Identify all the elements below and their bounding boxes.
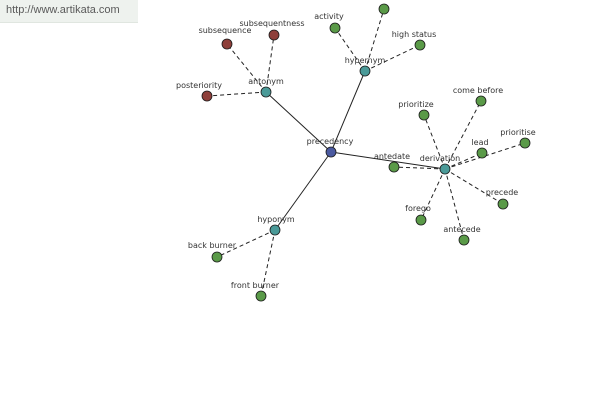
label-prioritize[interactable]: prioritize xyxy=(398,100,434,109)
node-hyponym[interactable] xyxy=(269,224,281,236)
label-front-burner[interactable]: front burner xyxy=(231,281,280,290)
node-hypernym-top[interactable] xyxy=(378,3,390,15)
source-link[interactable]: http://www.artikata.com xyxy=(6,4,120,16)
label-subsequence[interactable]: subsequence xyxy=(199,26,252,35)
label-subsequentness[interactable]: subsequentness xyxy=(239,19,304,28)
node-prioritize[interactable] xyxy=(418,109,430,121)
label-lead[interactable]: lead xyxy=(471,138,488,147)
edge-hyponym-front-burner xyxy=(260,229,276,297)
node-derivation[interactable] xyxy=(439,163,451,175)
graph-labels: precedency antonym hypernym derivation hypon… xyxy=(176,12,536,290)
label-precedency[interactable]: precedency xyxy=(307,137,354,146)
edge-derivation-antecede xyxy=(444,168,465,241)
edge-precedency-antonym xyxy=(265,91,332,153)
label-forego[interactable]: forego xyxy=(405,204,431,213)
node-high-status[interactable] xyxy=(414,39,426,51)
label-antonym[interactable]: antonym xyxy=(248,77,284,86)
node-subsequentness[interactable] xyxy=(268,29,280,41)
label-antecede[interactable]: antecede xyxy=(443,225,480,234)
node-forego[interactable] xyxy=(415,214,427,226)
label-antedate[interactable]: antedate xyxy=(374,152,410,161)
node-hypernym[interactable] xyxy=(359,65,371,77)
node-antecede[interactable] xyxy=(458,234,470,246)
label-derivation[interactable]: derivation xyxy=(420,154,460,163)
edge-precedency-derivation xyxy=(330,151,446,170)
graph-nodes xyxy=(201,3,531,302)
edge-derivation-antedate xyxy=(393,166,446,170)
edge-derivation-come-before xyxy=(444,100,482,170)
edge-precedency-hypernym xyxy=(330,70,366,153)
node-lead[interactable] xyxy=(476,147,488,159)
node-activity[interactable] xyxy=(329,22,341,34)
label-come-before[interactable]: come before xyxy=(453,86,503,95)
edge-antonym-posteriority xyxy=(206,91,267,97)
label-precede[interactable]: precede xyxy=(486,188,519,197)
edge-precedency-hyponym xyxy=(274,151,332,231)
label-hyponym[interactable]: hyponym xyxy=(257,215,295,224)
node-posteriority[interactable] xyxy=(201,90,213,102)
label-high-status[interactable]: high status xyxy=(392,30,437,39)
edge-hyponym-back-burner xyxy=(216,229,276,258)
node-subsequence[interactable] xyxy=(221,38,233,50)
node-come-before[interactable] xyxy=(475,95,487,107)
node-precede[interactable] xyxy=(497,198,509,210)
edge-derivation-precede xyxy=(444,168,504,205)
node-precedency[interactable] xyxy=(325,146,337,158)
source-badge: http://www.artikata.com xyxy=(0,0,138,23)
label-posteriority[interactable]: posteriority xyxy=(176,81,222,90)
edge-derivation-prioritize xyxy=(423,114,446,170)
edge-derivation-forego xyxy=(420,168,446,221)
edge-hypernym-activity xyxy=(334,27,366,72)
edge-hypernym-high-status xyxy=(364,44,421,72)
graph-edges xyxy=(206,8,526,297)
label-activity[interactable]: activity xyxy=(314,12,344,21)
node-prioritise[interactable] xyxy=(519,137,531,149)
edge-hypernym-hypernym-top xyxy=(364,8,385,72)
edge-antonym-subsequence xyxy=(226,43,267,93)
node-front-burner[interactable] xyxy=(255,290,267,302)
label-hypernym[interactable]: hypernym xyxy=(345,56,386,65)
label-prioritise[interactable]: prioritise xyxy=(500,128,536,137)
node-antonym[interactable] xyxy=(260,86,272,98)
label-back-burner[interactable]: back burner xyxy=(188,241,237,250)
node-antedate[interactable] xyxy=(388,161,400,173)
edge-antonym-subsequentness xyxy=(265,34,275,93)
node-back-burner[interactable] xyxy=(211,251,223,263)
